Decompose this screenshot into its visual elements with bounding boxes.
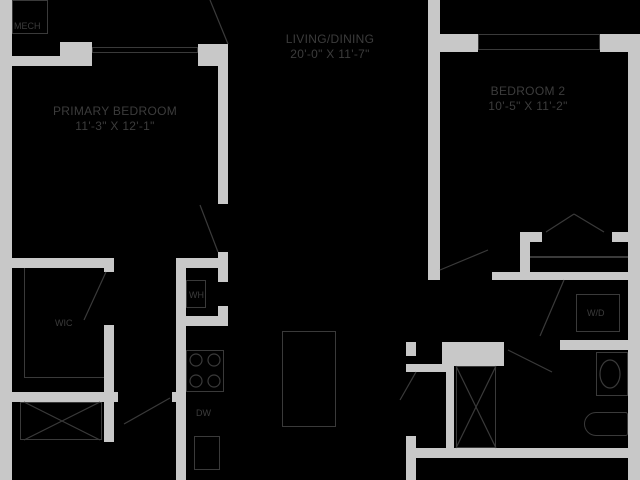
- room-name: BEDROOM 2: [490, 84, 566, 98]
- wall-bed2-bottom: [492, 272, 632, 280]
- wall-wh-top: [176, 258, 228, 268]
- wall-laundry-bottom: [560, 340, 632, 350]
- shower-bath2: [456, 366, 496, 448]
- wall-left-exterior: [0, 0, 12, 480]
- room-dimensions: 11'-3" X 12'-1": [75, 119, 155, 133]
- wall-bath-right: [104, 392, 114, 442]
- wic-shelf: [24, 268, 104, 378]
- wall-closet-top-left: [520, 232, 542, 242]
- wall-bath2-stub: [406, 342, 416, 356]
- wall-wh-bottom: [176, 316, 228, 326]
- mech-closet-outline: [12, 0, 48, 34]
- wall-closet-left: [520, 232, 530, 280]
- label-wh: WH: [189, 290, 204, 300]
- sink-kitchen: [194, 436, 220, 470]
- wall-stub-kitchen: [172, 392, 180, 402]
- wall-bath2-divider: [446, 342, 454, 450]
- wall-mech-bottom: [12, 56, 92, 66]
- wall-primary-right: [218, 44, 228, 204]
- wall-closet-top-right: [612, 232, 632, 242]
- room-name: PRIMARY BEDROOM: [52, 104, 178, 118]
- wall-kitchen-left: [176, 258, 186, 480]
- room-label-bedroom-2: BEDROOM 2 10'-5" X 11'-2": [458, 84, 598, 114]
- wall-linen-top: [406, 364, 446, 372]
- shower-primary: [20, 402, 102, 440]
- room-label-primary-bedroom: PRIMARY BEDROOM 11'-3" X 12'-1": [35, 104, 195, 134]
- room-dimensions: 20'-0" X 11'-7": [290, 47, 370, 61]
- wall-bath-top: [12, 392, 118, 402]
- wall-wh-right-bottom: [218, 306, 228, 326]
- stove: [186, 350, 224, 392]
- wall-wic-right: [104, 325, 114, 395]
- wall-wic-right-top: [104, 258, 114, 272]
- room-dimensions: 10'-5" X 11'-2": [488, 99, 568, 113]
- window-bedroom2: [478, 34, 600, 50]
- label-dw: DW: [196, 408, 211, 418]
- vanity-bath2: [596, 352, 628, 396]
- wall-bed2-top-left: [440, 34, 478, 52]
- wall-bath2-bottom: [406, 448, 640, 458]
- label-mech: MECH: [14, 21, 41, 31]
- wall-bath2-left: [406, 436, 416, 480]
- wall-column-left: [60, 42, 92, 66]
- toilet-bath2: [584, 412, 628, 436]
- wall-wic-top: [12, 258, 114, 268]
- label-wd: W/D: [587, 308, 605, 318]
- window-primary: [92, 47, 198, 53]
- washer-dryer: [576, 294, 620, 332]
- wall-right-exterior: [628, 34, 640, 480]
- label-wic: WIC: [55, 318, 73, 328]
- wall-bed2-left-top: [428, 0, 440, 280]
- closet-rod-bed2: [530, 256, 628, 258]
- room-name: LIVING/DINING: [285, 32, 375, 46]
- room-label-living-dining: LIVING/DINING 20'-0" X 11'-7": [250, 32, 410, 62]
- kitchen-island: [282, 331, 336, 427]
- water-heater: [186, 280, 206, 308]
